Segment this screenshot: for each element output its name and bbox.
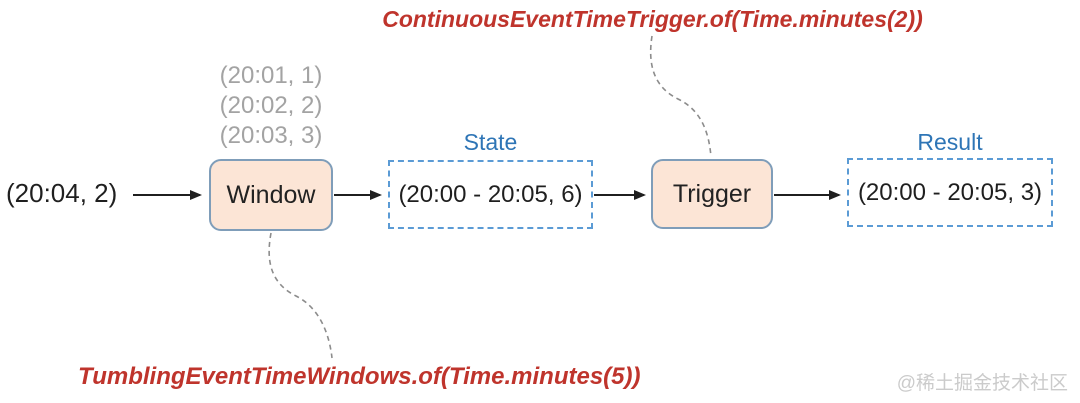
buffered-events-list: (20:01, 1) (20:02, 2) (20:03, 3) <box>196 61 346 151</box>
state-box: (20:00 - 20:05, 6) <box>388 160 593 229</box>
state-label: State <box>463 129 518 155</box>
buffered-event: (20:01, 1) <box>219 62 323 89</box>
buffered-event: (20:02, 2) <box>219 92 323 119</box>
trigger-node: Trigger <box>651 159 773 229</box>
dashed-connector-trigger-annotation <box>649 35 712 158</box>
trigger-code-annotation: ContinuousEventTimeTrigger.of(Time.minut… <box>382 6 923 32</box>
result-value: (20:00 - 20:05, 3) <box>857 178 1043 206</box>
dashed-connector-window-annotation <box>268 232 333 359</box>
trigger-node-label: Trigger <box>672 179 752 208</box>
result-label: Result <box>917 129 983 155</box>
watermark: @稀土掘金技术社区 <box>896 373 1068 394</box>
window-node: Window <box>209 159 333 231</box>
result-box: (20:00 - 20:05, 3) <box>847 158 1053 227</box>
state-value: (20:00 - 20:05, 6) <box>398 180 583 208</box>
window-node-label: Window <box>226 180 316 209</box>
incoming-event: (20:04, 2) <box>6 178 118 208</box>
window-code-annotation: TumblingEventTimeWindows.of(Time.minutes… <box>78 363 641 390</box>
buffered-event: (20:03, 3) <box>219 122 323 149</box>
